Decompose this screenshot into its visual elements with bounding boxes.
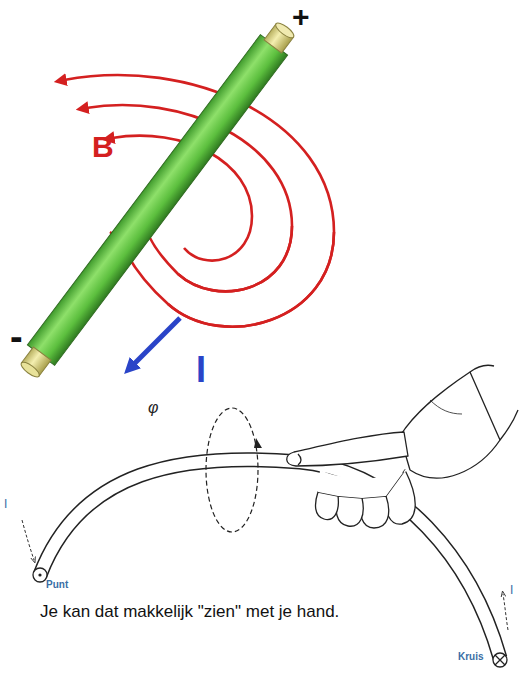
current-arrow: [132, 318, 180, 366]
end-label: Punt: [46, 580, 68, 590]
bent-wire: [33, 460, 507, 667]
right-hand: [287, 365, 518, 528]
flux-symbol: φ: [148, 400, 158, 416]
polarity-minus: -: [10, 318, 23, 356]
current-arrow-left: [22, 520, 34, 560]
current-symbol: I: [4, 498, 7, 510]
field-symbol: B: [92, 132, 114, 162]
polarity-plus: +: [292, 2, 310, 32]
current-symbol: I: [510, 584, 513, 596]
caption: Je kan dat makkelijk "zien" met je hand.: [40, 603, 339, 620]
current-symbol: I: [196, 352, 206, 388]
current-arrow-right: [503, 594, 508, 630]
field-circle: [206, 408, 262, 532]
field-lines-front: [168, 226, 334, 327]
end-label: Kruis: [458, 652, 484, 662]
wire-rod: [14, 17, 301, 383]
